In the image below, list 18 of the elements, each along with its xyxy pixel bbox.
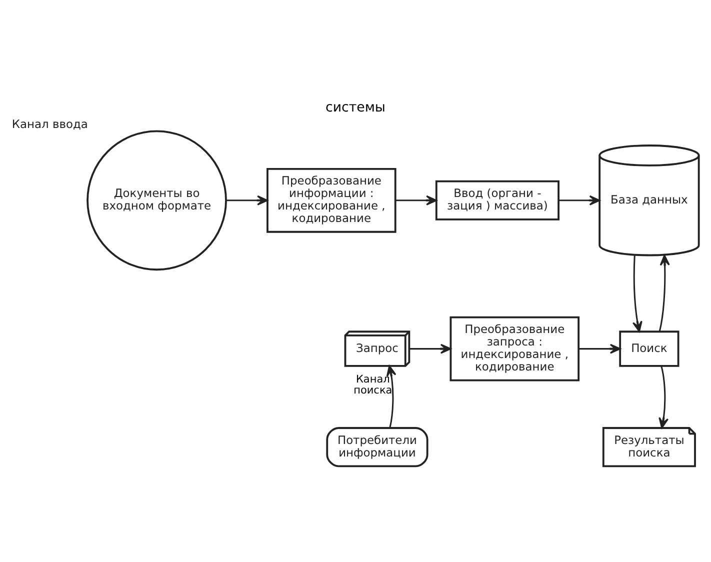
arrow (658, 254, 670, 331)
edge-label: Канал поиска (354, 372, 392, 396)
node-circle: Документы во входном формате (86, 130, 227, 270)
node-box: Поиск (619, 330, 680, 366)
diagram-title: системы (326, 100, 386, 115)
node-box: Преобразование информации : индексирование , кодирование (266, 167, 396, 232)
arrow (409, 343, 452, 354)
arrow (658, 365, 669, 428)
arrow (632, 254, 642, 332)
arrow (386, 364, 396, 428)
node-box: Преобразование запроса : индексирование , кодирование (450, 316, 580, 381)
arrow (226, 194, 268, 205)
arrow (396, 194, 437, 205)
node-box: Ввод (органи - зация ) массива) (435, 180, 560, 220)
arrow (558, 194, 600, 205)
arrow (578, 343, 621, 354)
node-label: Канал ввода (12, 116, 88, 130)
node-box: Потребители информации (326, 426, 428, 467)
